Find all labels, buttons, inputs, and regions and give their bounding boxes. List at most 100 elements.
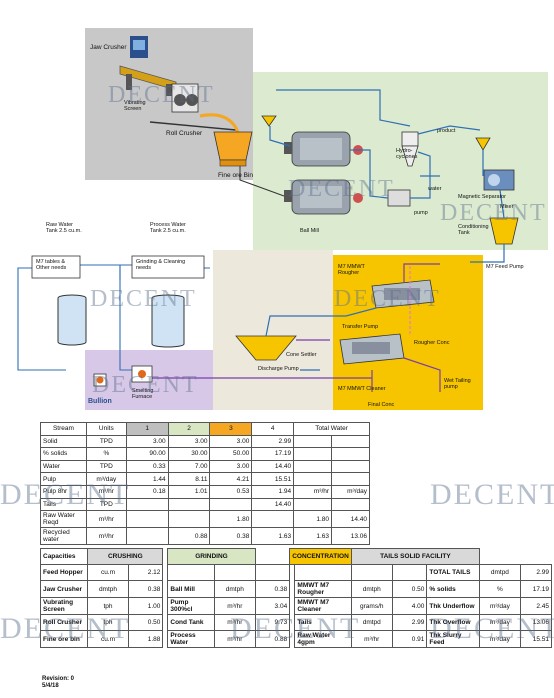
label-product: product [437,128,456,134]
hydrocyclone-icon [401,131,419,167]
cell-value: 14.40 [251,497,295,512]
cone-settler-icon [235,335,297,361]
cell-value: 0.38 [127,580,164,598]
label-grinding-cleaning-needs: Grinding & Cleaning needs [136,259,186,272]
cell-value: 0.38 [254,580,291,598]
cell-name: Cond Tank [167,614,216,631]
label-bullion: Bullion [88,398,112,405]
cell-unit [350,564,393,581]
cell-name: % solids [426,580,481,598]
label-roll-crusher: Roll Crusher [166,130,203,137]
cell-value [167,497,211,512]
label-m7-feed-pump: M7 Feed Pump [486,264,524,270]
ball-mill-icon [284,131,363,215]
label-cone-settler: Cone Settler [286,352,317,358]
orange-chute [199,113,240,133]
cell-value: 2.99 [251,434,295,449]
cell-total-water: m³/day [331,484,370,499]
cell-value: 90.00 [125,447,169,461]
cell-value: 1.88 [127,630,164,648]
watermark: DECENT [0,478,131,511]
col-units: Units [85,422,127,436]
cell-stream: Solid [40,434,87,449]
col-total-water: Total Water [293,422,370,436]
label-process-water-tank: Process Water Tank 2.5 cu.m. [150,222,186,235]
label-ball-mill: Ball Mill [300,228,319,234]
cell-value: 0.91 [391,630,428,648]
cell-value: 0.18 [125,484,169,499]
label-transfer-pump: Transfer Pump [342,324,379,330]
cell-name [167,564,216,581]
cell-value: 15.51 [251,472,295,486]
flowsheet-drawing [17,36,519,392]
cell-name: Thk Overflow [426,614,481,631]
label-magnetic-separator: Magnetic Separator [458,194,506,200]
cell-stream: Raw Water Reqd [40,510,87,529]
capacities-header: Capacities CRUSHING GRINDING CONCENTRATI… [39,548,552,565]
watermark: DECENT [288,176,395,202]
revision-note: Revision: 0 5/4/18 [42,676,75,689]
raw-water-tank-icon [57,294,87,346]
cell-total-water [331,459,370,474]
label-hydro-cyclones: Hydro- cyclones [396,148,418,161]
header-grinding: GRINDING [167,548,256,565]
watermark: DECENT [430,612,554,645]
label-conditioning-tank: Conditioning Tank [458,224,489,237]
watermark: DECENT [0,612,131,645]
watermark: DECENT [108,82,215,108]
cell-stream: % solids [40,447,87,461]
bullion-icon [93,373,107,387]
jaw-crusher-icon [130,36,148,58]
cell-value: 2.99 [391,614,428,631]
cell-units: m³/hr [85,527,127,546]
cell-name: Fine ore bin [39,630,89,648]
cell-value: 0.50 [391,580,428,598]
cell-name: Raw Water 4gpm [294,630,352,648]
cell-name: MMWT M7 Rougher [294,580,352,598]
watermark: DECENT [430,478,554,511]
cell-stream: Recycled water [40,527,87,546]
cell-unit: cu.m [87,630,129,648]
col-stream: Stream [40,422,87,436]
cell-value: 0.88 [167,527,211,546]
cell-value: 15.51 [519,630,553,648]
col-4: 4 [251,422,295,436]
label-m7-mmwt-rougher: M7 MMWT Rougher [338,264,365,277]
label-water: water [428,186,442,192]
label-m7-mmwt-cleaner: M7 MMWT Cleaner [338,386,386,392]
cell-units: TPD [85,434,127,449]
cell-unit: tph [87,597,129,615]
water-zone [213,250,333,410]
cell-value: 1.63 [251,527,295,546]
label-wet-tailing-pump: Wet Tailing pump [444,378,471,391]
pulp-pipes [269,89,505,263]
watermark: DECENT [230,612,361,645]
cell-value: 4.21 [209,472,253,486]
magnetic-separator-icon [475,137,515,191]
watermark: DECENT [334,286,441,312]
mmwt-cleaner-icon [339,333,405,365]
cell-total-water [293,447,333,461]
cell-total-water [331,434,370,449]
cell-total-water [331,447,370,461]
cell-name: Process Water [167,630,216,648]
label-mixer: Mixer [500,204,514,210]
cell-value: 50.00 [209,447,253,461]
header-concentration: CONCENTRATION [289,548,352,565]
cell-unit: % [479,580,521,598]
watermark: DECENT [90,286,197,312]
fine-ore-bin-icon [213,131,253,167]
roll-crusher-icon [171,83,199,113]
cell-name: TOTAL TAILS [426,564,481,581]
cell-total-water [293,472,333,486]
process-water-tank-icon [151,294,185,348]
label-rougher-conc: Rougher Conc [414,340,450,346]
cell-total-water: m³/hr [293,484,333,499]
